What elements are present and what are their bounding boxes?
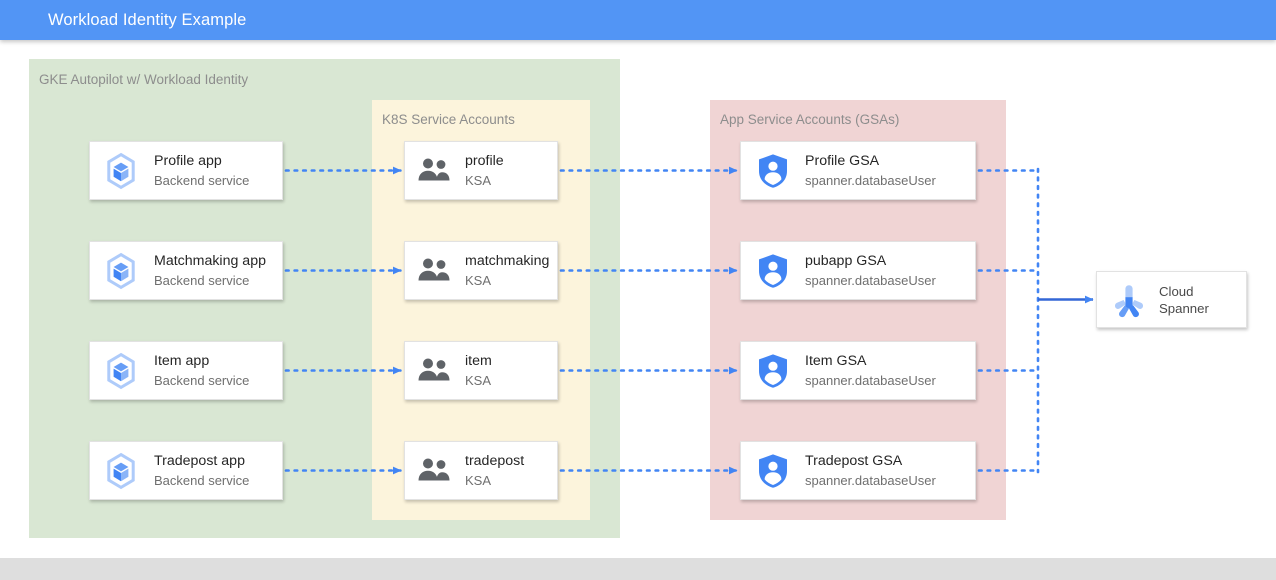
group-label-gsa: App Service Accounts (GSAs) xyxy=(720,112,900,127)
page-title: Workload Identity Example xyxy=(48,11,247,29)
people-group-icon xyxy=(417,353,453,389)
node-subtitle: KSA xyxy=(465,172,492,188)
node-text: Item app Backend service xyxy=(142,352,282,390)
node-gsa-item[interactable]: Item GSA spanner.databaseUser xyxy=(740,341,976,400)
node-title: Tradepost app xyxy=(154,452,245,469)
node-app-item[interactable]: Item app Backend service xyxy=(89,341,283,400)
node-title: Matchmaking app xyxy=(154,252,266,269)
node-title: item xyxy=(465,352,492,369)
node-text: Profile GSA spanner.databaseUser xyxy=(791,152,975,190)
node-subtitle: spanner.databaseUser xyxy=(805,372,936,388)
node-ksa-item[interactable]: item KSA xyxy=(404,341,558,400)
people-group-icon xyxy=(417,453,453,489)
node-text: profile KSA xyxy=(453,152,557,190)
node-app-tradepost[interactable]: Tradepost app Backend service xyxy=(89,441,283,500)
gke-pod-icon xyxy=(100,150,142,192)
node-subtitle: Backend service xyxy=(154,472,250,488)
gke-pod-icon xyxy=(100,250,142,292)
node-text: matchmaking KSA xyxy=(453,252,557,290)
node-title: Profile app xyxy=(154,152,222,169)
node-subtitle: Backend service xyxy=(154,372,250,388)
group-label-ksa: K8S Service Accounts xyxy=(382,112,515,127)
node-gsa-profile[interactable]: Profile GSA spanner.databaseUser xyxy=(740,141,976,200)
group-label-gke: GKE Autopilot w/ Workload Identity xyxy=(39,72,249,87)
people-group-icon xyxy=(417,153,453,189)
node-text: tradepost KSA xyxy=(453,452,557,490)
node-subtitle: spanner.databaseUser xyxy=(805,172,936,188)
node-text: Matchmaking app Backend service xyxy=(142,252,282,290)
node-title: Item app xyxy=(154,352,210,369)
node-subtitle: KSA xyxy=(465,472,492,488)
cloud-spanner-icon xyxy=(1111,282,1147,318)
shield-person-icon xyxy=(755,352,791,390)
node-text: pubapp GSA spanner.databaseUser xyxy=(791,252,975,290)
people-group-icon xyxy=(417,253,453,289)
node-title: matchmaking xyxy=(465,252,550,269)
node-cloud-spanner[interactable]: Cloud Spanner xyxy=(1096,271,1247,328)
node-subtitle: spanner.databaseUser xyxy=(805,272,936,288)
shield-person-icon xyxy=(755,252,791,290)
node-gsa-tradepost[interactable]: Tradepost GSA spanner.databaseUser xyxy=(740,441,976,500)
node-text: Cloud Spanner xyxy=(1147,283,1246,317)
node-subtitle: Backend service xyxy=(154,272,250,288)
node-title: Tradepost GSA xyxy=(805,452,903,469)
gke-pod-icon xyxy=(100,450,142,492)
node-title: profile xyxy=(465,152,504,169)
node-subtitle: KSA xyxy=(465,272,492,288)
gke-pod-icon xyxy=(100,350,142,392)
node-subtitle: Spanner xyxy=(1159,300,1209,316)
node-title: pubapp GSA xyxy=(805,252,887,269)
app-header-bar: Workload Identity Example xyxy=(0,0,1276,40)
node-app-profile[interactable]: Profile app Backend service xyxy=(89,141,283,200)
shield-person-icon xyxy=(755,152,791,190)
node-title: tradepost xyxy=(465,452,525,469)
bottom-strip xyxy=(0,558,1276,580)
node-app-matchmaking[interactable]: Matchmaking app Backend service xyxy=(89,241,283,300)
node-ksa-matchmaking[interactable]: matchmaking KSA xyxy=(404,241,558,300)
node-title: Cloud xyxy=(1159,283,1194,299)
shield-person-icon xyxy=(755,452,791,490)
node-subtitle: KSA xyxy=(465,372,492,388)
node-ksa-tradepost[interactable]: tradepost KSA xyxy=(404,441,558,500)
node-gsa-pubapp[interactable]: pubapp GSA spanner.databaseUser xyxy=(740,241,976,300)
node-text: Item GSA spanner.databaseUser xyxy=(791,352,975,390)
node-title: Profile GSA xyxy=(805,152,880,169)
node-subtitle: spanner.databaseUser xyxy=(805,472,936,488)
node-text: Tradepost app Backend service xyxy=(142,452,282,490)
node-title: Item GSA xyxy=(805,352,867,369)
node-ksa-profile[interactable]: profile KSA xyxy=(404,141,558,200)
node-text: Tradepost GSA spanner.databaseUser xyxy=(791,452,975,490)
node-subtitle: Backend service xyxy=(154,172,250,188)
node-text: item KSA xyxy=(453,352,557,390)
node-text: Profile app Backend service xyxy=(142,152,282,190)
